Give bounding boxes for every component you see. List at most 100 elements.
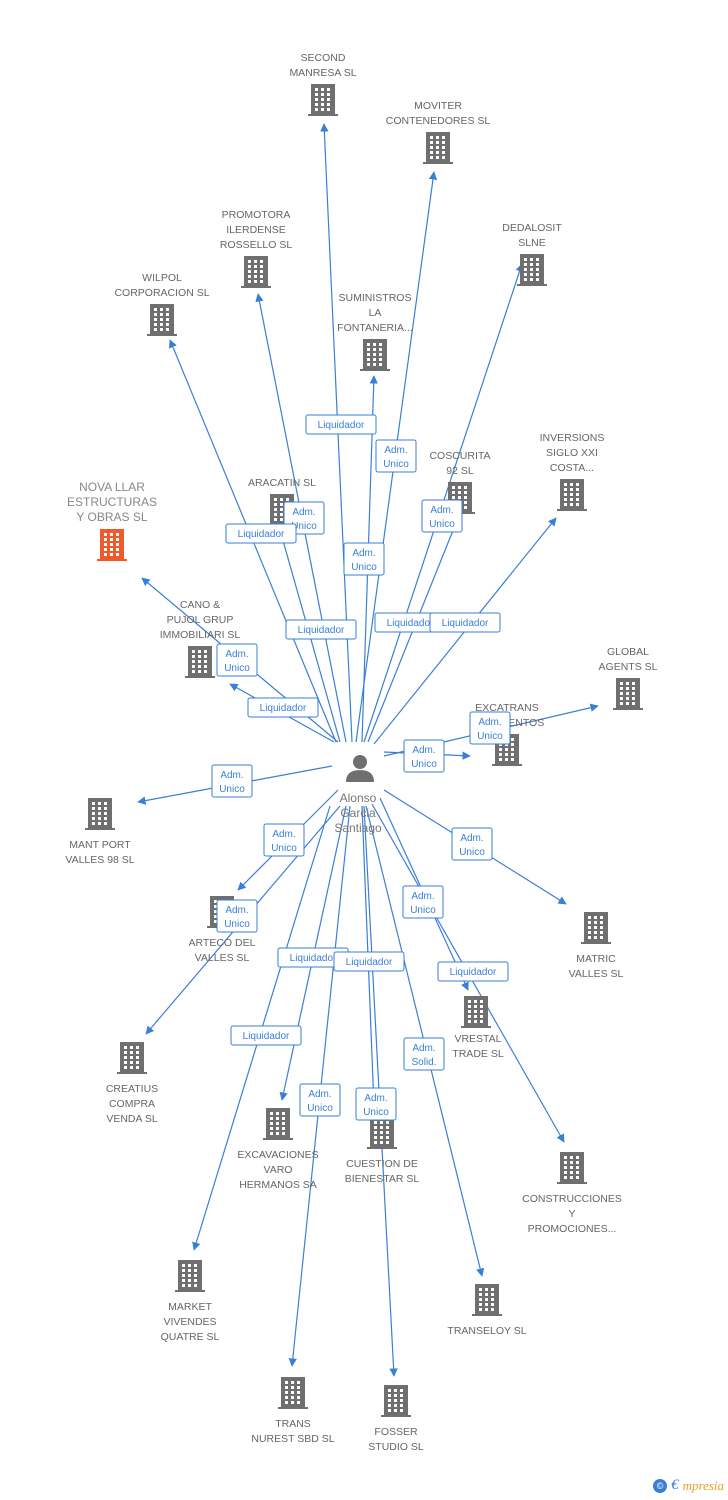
- company-label: Y: [568, 1208, 575, 1220]
- edge-label-text: Adm.: [478, 717, 501, 728]
- building-icon: [85, 798, 115, 830]
- edge-label-5[interactable]: Adm. Unico: [343, 542, 385, 576]
- person-icon: [346, 755, 374, 782]
- company-label: QUATRE SL: [161, 1331, 220, 1343]
- company-label: IMMOBILIARI SL: [160, 629, 241, 641]
- edge-label-11[interactable]: Adm.Unico: [469, 711, 511, 745]
- edge-label-8[interactable]: Liquidador: [429, 612, 501, 633]
- edge-label-9[interactable]: Adm.Unico: [216, 643, 258, 677]
- edge-label-box: [225, 523, 297, 544]
- edge-label-text: Liquidador: [387, 618, 434, 629]
- edge-label-12[interactable]: Adm.Unico: [403, 739, 445, 773]
- building-icon: [175, 1260, 205, 1292]
- edge-label-23[interactable]: Adm.Unico: [299, 1083, 341, 1117]
- company-label: TRANSELOY SL: [447, 1325, 526, 1337]
- edge-label-text: Adm.: [308, 1089, 331, 1100]
- edge-label-19[interactable]: Liquidador: [333, 951, 405, 972]
- edge-label-6[interactable]: Liquidador: [285, 619, 357, 640]
- company-label: FOSSER: [374, 1426, 418, 1438]
- edge-label-text: Unico: [351, 562, 377, 573]
- company-node-creatius[interactable]: CREATIUS COMPRA VENDA SL: [106, 1042, 158, 1125]
- brand-logo: © €mpresia: [653, 1477, 724, 1494]
- edge-label-box: [403, 739, 445, 773]
- edge-label-24[interactable]: Adm. Unico: [355, 1087, 397, 1121]
- edge-label-text: Adm.: [430, 505, 453, 516]
- company-label: SECOND: [301, 52, 346, 64]
- edge-label-text: Adm.: [412, 745, 435, 756]
- company-label: ESTRUCTURAS: [67, 495, 157, 509]
- company-label: Y OBRAS SL: [76, 510, 147, 524]
- company-label: ARACATIN SL: [248, 477, 316, 489]
- edge-label-22[interactable]: Adm.Solid.: [403, 1037, 445, 1071]
- building-icon: [263, 1108, 293, 1140]
- edge-label-16[interactable]: Adm.Unico: [402, 885, 444, 919]
- company-label: MATRIC: [576, 953, 616, 965]
- company-label: VIVENDES: [163, 1316, 216, 1328]
- edge-label-text: Unico: [219, 784, 245, 795]
- edge-label-box: [429, 612, 501, 633]
- edge-label-13[interactable]: Adm.Unico: [211, 764, 253, 798]
- edge-label-box: [247, 697, 319, 718]
- company-node-construcciones[interactable]: CONSTRUCCIONESYPROMOCIONES...: [522, 1152, 622, 1235]
- edge-label-20[interactable]: Liquidador: [437, 961, 509, 982]
- edge-label-text: Adm.: [364, 1093, 387, 1104]
- company-label: COSTA...: [550, 462, 594, 474]
- edge-labels: LiquidadorAdm.UnicoAdm.UnicoLiquidadorAd…: [211, 414, 511, 1121]
- company-label: 92 SL: [446, 465, 474, 477]
- edge-label-1[interactable]: Adm.Unico: [375, 439, 417, 473]
- company-label: LA: [369, 307, 382, 319]
- company-node-transeloy[interactable]: TRANSELOY SL: [447, 1284, 527, 1337]
- edge-label-3[interactable]: Liquidador: [225, 523, 297, 544]
- edge-label-text: Adm.: [352, 548, 375, 559]
- building-icon: [360, 339, 390, 371]
- company-label: MOVITER: [414, 100, 462, 112]
- company-label: PROMOCIONES...: [528, 1223, 617, 1235]
- edge-label-0[interactable]: Liquidador: [305, 414, 377, 435]
- edge-label-text: Liquidador: [238, 529, 285, 540]
- edge-label-text: Unico: [363, 1107, 389, 1118]
- building-icon: [461, 996, 491, 1028]
- edge-label-text: Liquidador: [260, 703, 307, 714]
- copyright-icon: ©: [653, 1478, 668, 1493]
- company-label: DEDALOSIT: [502, 222, 562, 234]
- edge-label-14[interactable]: Adm.Unico: [263, 823, 305, 857]
- edge-label-17[interactable]: Adm.Unico: [216, 899, 258, 933]
- company-label: CORPORACION SL: [114, 287, 209, 299]
- company-label: VENDA SL: [106, 1113, 158, 1125]
- edge-label-21[interactable]: Liquidador: [230, 1025, 302, 1046]
- edge-label-box: [333, 951, 405, 972]
- company-label: CREATIUS: [106, 1083, 158, 1095]
- company-label: COMPRA: [109, 1098, 155, 1110]
- edge-label-text: Unico: [291, 521, 317, 532]
- edge-label-text: Adm.: [292, 507, 315, 518]
- edge-label-15[interactable]: Adm.Unico: [451, 827, 493, 861]
- building-icon: [97, 529, 127, 561]
- company-node-suministros[interactable]: SUMINISTROSLAFONTANERIA...: [337, 292, 413, 371]
- edge-label-10[interactable]: Liquidador: [247, 697, 319, 718]
- building-icon: [367, 1117, 397, 1149]
- edge-label-text: Adm.: [412, 1043, 435, 1054]
- building-icon: [472, 1284, 502, 1316]
- edge-label-box: [355, 1087, 397, 1121]
- edge-label-4[interactable]: Adm.Unico: [421, 499, 463, 533]
- edge-label-text: Unico: [224, 663, 250, 674]
